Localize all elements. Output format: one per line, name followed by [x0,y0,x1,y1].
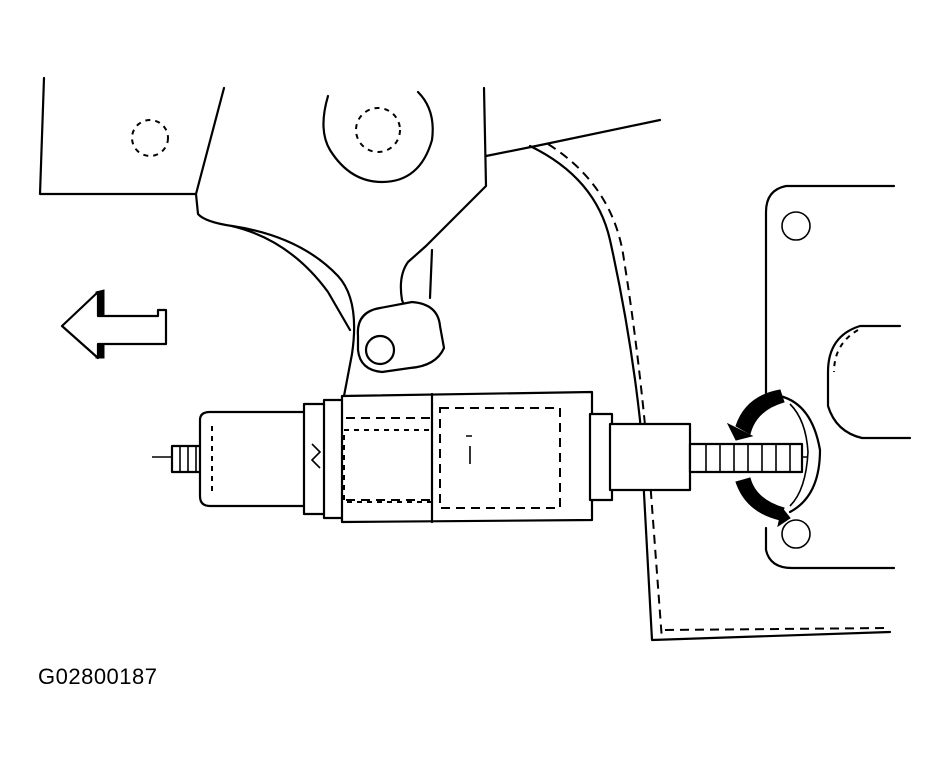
cylinder-body [340,390,594,524]
cable-guide [528,143,892,642]
end-cap [198,410,308,508]
upper-bracket [38,76,662,398]
push-rod [688,442,804,474]
cylinder-assembly [152,390,808,524]
rod-sleeve [608,422,692,492]
left-turn-arrow-icon [60,289,168,360]
collar-ring [302,402,328,516]
pivot-link [356,248,446,374]
right-housing [764,184,912,570]
figure-code: G02800187 [38,664,158,689]
rotate-arrow-icon [726,389,791,528]
